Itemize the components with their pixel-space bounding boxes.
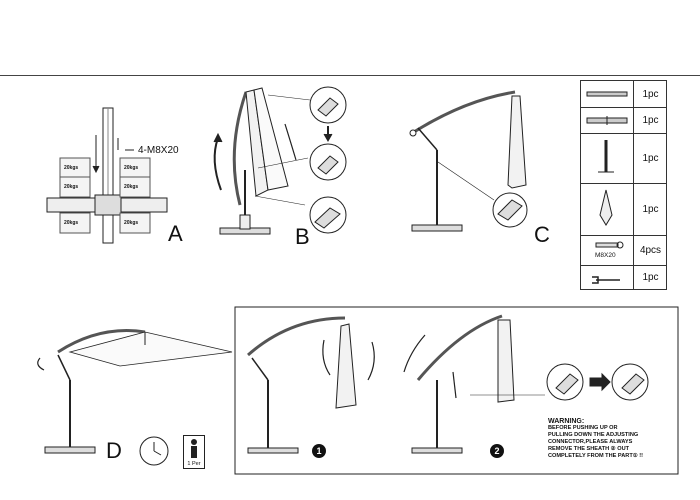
warning-line: CONNECTOR,PLEASE ALWAYS <box>548 439 633 445</box>
figure-b-label: B <box>295 224 310 249</box>
part-quantity: 1pc <box>633 133 667 183</box>
pole-joint-icon <box>586 116 628 125</box>
warning-notice: WARNING: BEFORE PUSHING UP OR PULLING DO… <box>548 418 668 460</box>
person-count-icon: 1 Per <box>183 435 205 469</box>
weight-label: 20kgs <box>64 220 79 226</box>
weight-label: 20kgs <box>64 184 79 190</box>
bolt-callout: 4-M8X20 <box>138 145 179 156</box>
part-quantity: 1pc <box>633 183 667 235</box>
wrench-icon <box>592 276 620 284</box>
instruction-sheet <box>0 75 700 500</box>
figure-d-umbrella-open <box>37 329 233 466</box>
parts-row: M8X20 4pcs <box>581 235 666 266</box>
weight-blocks <box>59 157 151 234</box>
parts-row: 1pc <box>581 133 666 184</box>
step-2-badge: 2 <box>490 444 504 458</box>
weight-label: 20kgs <box>124 165 139 171</box>
warning-line: BEFORE PUSHING UP OR <box>548 425 618 431</box>
step-1-badge: 1 <box>312 444 326 458</box>
warning-line: REMOVE THE SHEATH ② OUT <box>548 446 630 452</box>
part-quantity: 4pcs <box>633 235 667 265</box>
weight-label: 20kgs <box>64 165 79 171</box>
operation-step-2 <box>403 314 649 454</box>
base-post-icon <box>598 140 614 173</box>
figure-b-raise-arm <box>213 86 347 235</box>
parts-row: 1pc <box>581 107 666 134</box>
figure-c-label: C <box>534 222 550 247</box>
warning-line: PULLING DOWN THE ADJUSTING <box>548 432 639 438</box>
figure-a-base-assembly <box>46 107 168 244</box>
weight-label: 20kgs <box>124 184 139 190</box>
part-quantity: 1pc <box>633 265 667 289</box>
bolt-icon <box>595 241 624 249</box>
pole-segment-icon <box>586 91 628 97</box>
figure-a-label: A <box>168 221 183 246</box>
parts-list-table: 1pc 1pc 1pc 1pc M8X20 4pcs 1pc <box>580 80 667 290</box>
figure-c-arm-raised <box>409 90 528 232</box>
parts-row: 1pc <box>581 183 666 236</box>
part-quantity: 1pc <box>633 81 667 107</box>
warning-line: COMPLETELY FROM THE PART① !! <box>548 453 644 459</box>
operation-step-1 <box>247 316 375 454</box>
parts-row: 1pc <box>581 265 666 289</box>
parts-row: 1pc <box>581 81 666 108</box>
warning-title: WARNING: <box>548 418 585 425</box>
bolt-part-label: M8X20 <box>595 252 616 259</box>
canopy-icon <box>599 189 613 226</box>
operation-box <box>234 306 679 475</box>
weight-label: 20kgs <box>124 220 139 226</box>
part-quantity: 1pc <box>633 107 667 133</box>
figure-d-label: D <box>106 438 122 463</box>
person-count-label: 1 Per <box>187 461 201 467</box>
